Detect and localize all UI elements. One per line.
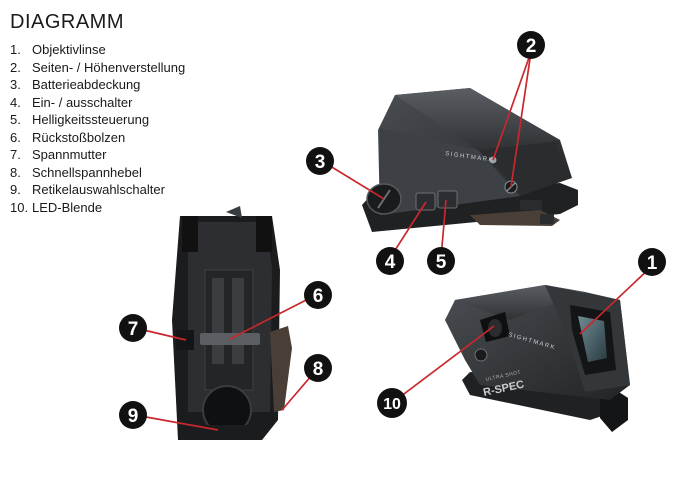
callout-8: 8 — [304, 354, 332, 382]
callout-7: 7 — [119, 314, 147, 342]
leader-line-1 — [579, 265, 653, 335]
sight-bottom-view — [172, 206, 292, 440]
callout-10: 10 — [377, 388, 407, 418]
svg-text:7: 7 — [128, 319, 139, 340]
parts-list-item: 1.Objektivlinse — [10, 42, 106, 57]
sight-side-view: SIGHTMARK — [362, 88, 578, 232]
callout-3: 3 — [306, 147, 334, 175]
callout-4: 4 — [376, 247, 404, 275]
parts-list-item: 8.Schnellspannhebel — [10, 164, 142, 180]
leader-line-9 — [134, 414, 219, 431]
svg-text:4: 4 — [385, 252, 396, 273]
parts-list-item: 6.Rückstoßbolzen — [10, 129, 126, 145]
svg-text:3: 3 — [315, 152, 326, 173]
svg-text:9: 9 — [128, 406, 139, 427]
leader-line-2b — [510, 51, 532, 188]
leader-line-6 — [229, 294, 317, 340]
svg-text:2: 2 — [526, 36, 537, 57]
svg-text:8: 8 — [313, 359, 324, 380]
parts-list-item: 10.LED-Blende — [10, 199, 103, 215]
parts-list-item: 3.Batterieabdeckung — [10, 77, 141, 92]
svg-text:10: 10 — [383, 396, 401, 413]
leader-line-10 — [391, 325, 495, 404]
parts-list-item: 7.Spannmutter — [10, 147, 107, 162]
diagram-title: DIAGRAMM — [10, 11, 124, 33]
parts-list-item: 5.Helligkeitssteuerung — [10, 112, 150, 127]
leader-line-2a — [492, 51, 532, 161]
svg-text:6: 6 — [313, 286, 324, 307]
callout-6: 6 — [304, 281, 332, 309]
parts-list-item: 2.Seiten- / Höhenverstellung — [10, 59, 186, 75]
parts-list-item: 4.Ein- / ausschalter — [10, 94, 133, 110]
callout-5: 5 — [427, 247, 455, 275]
svg-text:5: 5 — [436, 252, 447, 273]
callout-9: 9 — [119, 401, 147, 429]
svg-text:1: 1 — [647, 253, 658, 274]
parts-list-item: 9.Retikelauswahlschalter — [10, 182, 165, 197]
callout-2: 2 — [517, 31, 545, 59]
callout-1: 1 — [638, 248, 666, 276]
parts-list: 1.Objektivlinse 2.Seiten- / Höhenverstel… — [10, 41, 185, 216]
sight-front-view: SIGHTMARK ULTRA SHOT R-SPEC — [445, 285, 630, 432]
